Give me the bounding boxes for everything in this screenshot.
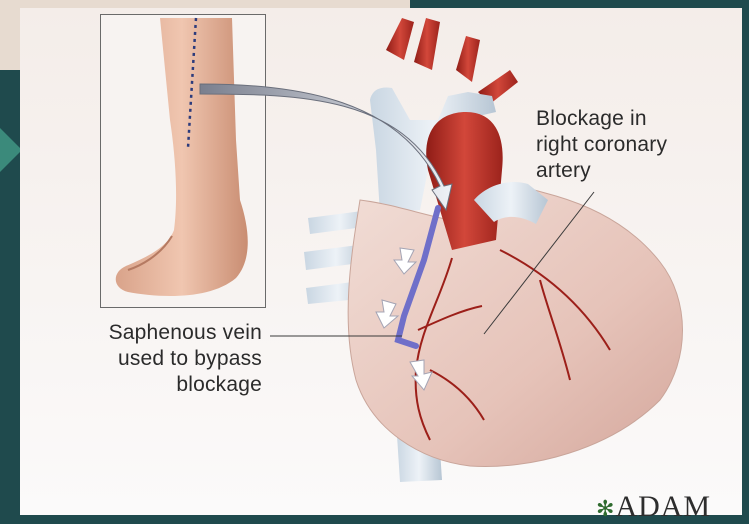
leg-drawing [116, 18, 248, 296]
blockage-label: Blockage in right coronary artery [536, 106, 667, 184]
heart [348, 186, 682, 466]
adam-logo: ✻ADAM [596, 490, 711, 524]
saphenous-label: Saphenous vein used to bypass blockage [54, 320, 262, 398]
logo-text: ADAM [615, 490, 711, 523]
blockage-label-line3: artery [536, 158, 667, 184]
blockage-label-line1: Blockage in [536, 106, 667, 132]
saphenous-label-line2: used to bypass [54, 346, 262, 372]
saphenous-label-line3: blockage [54, 372, 262, 398]
saphenous-label-line1: Saphenous vein [54, 320, 262, 346]
palm-tree-icon: ✻ [596, 496, 615, 521]
blockage-label-line2: right coronary [536, 132, 667, 158]
